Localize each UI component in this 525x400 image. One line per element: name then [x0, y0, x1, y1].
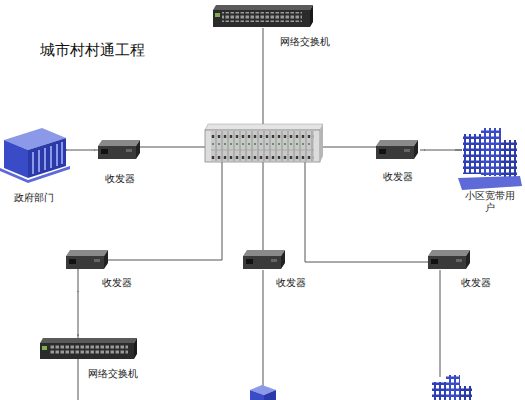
network-link — [78, 291, 79, 336]
transceiver-icon — [66, 250, 108, 269]
device-label: 网络交换机 — [210, 36, 330, 48]
switch-icon — [213, 5, 313, 27]
media-converter-chassis — [205, 124, 323, 162]
device-label: 小区宽带用户 — [462, 190, 518, 214]
transceiver-icon — [428, 250, 470, 269]
government-building-icon — [0, 128, 70, 183]
device-label: 收发器 — [95, 173, 145, 185]
device-label: 网络交换机 — [38, 368, 138, 380]
device-label: 收发器 — [62, 277, 132, 289]
transceiver-node: 收发器 — [425, 244, 491, 291]
diagram-title: 城市村村通工程 — [40, 41, 145, 60]
device-label: 收发器 — [372, 171, 424, 183]
residential-node: 小区宽带用户 — [462, 128, 518, 216]
transceiver-node: 收发器 — [372, 136, 424, 185]
device-label: 收发器 — [425, 277, 491, 289]
transceiver-icon — [376, 140, 418, 159]
residential-buildings-icon — [458, 128, 522, 190]
device-label: 收发器 — [240, 277, 306, 289]
device-label: 政府部门 — [2, 192, 66, 204]
transceiver-node: 收发器 — [62, 244, 132, 291]
network-link — [424, 150, 462, 151]
network-link — [66, 150, 95, 151]
transceiver-icon — [98, 140, 140, 159]
transceiver-icon — [243, 250, 285, 269]
government-node: 政府部门 — [2, 126, 66, 206]
transceiver-node: 收发器 — [240, 244, 306, 291]
transceiver-node: 收发器 — [95, 138, 145, 187]
residential-buildings-icon — [432, 375, 472, 400]
switch-node: 网络交换机 — [38, 336, 138, 382]
switch-icon — [40, 338, 137, 359]
building-icon — [250, 385, 276, 400]
switch-node: 网络交换机 — [210, 2, 330, 50]
